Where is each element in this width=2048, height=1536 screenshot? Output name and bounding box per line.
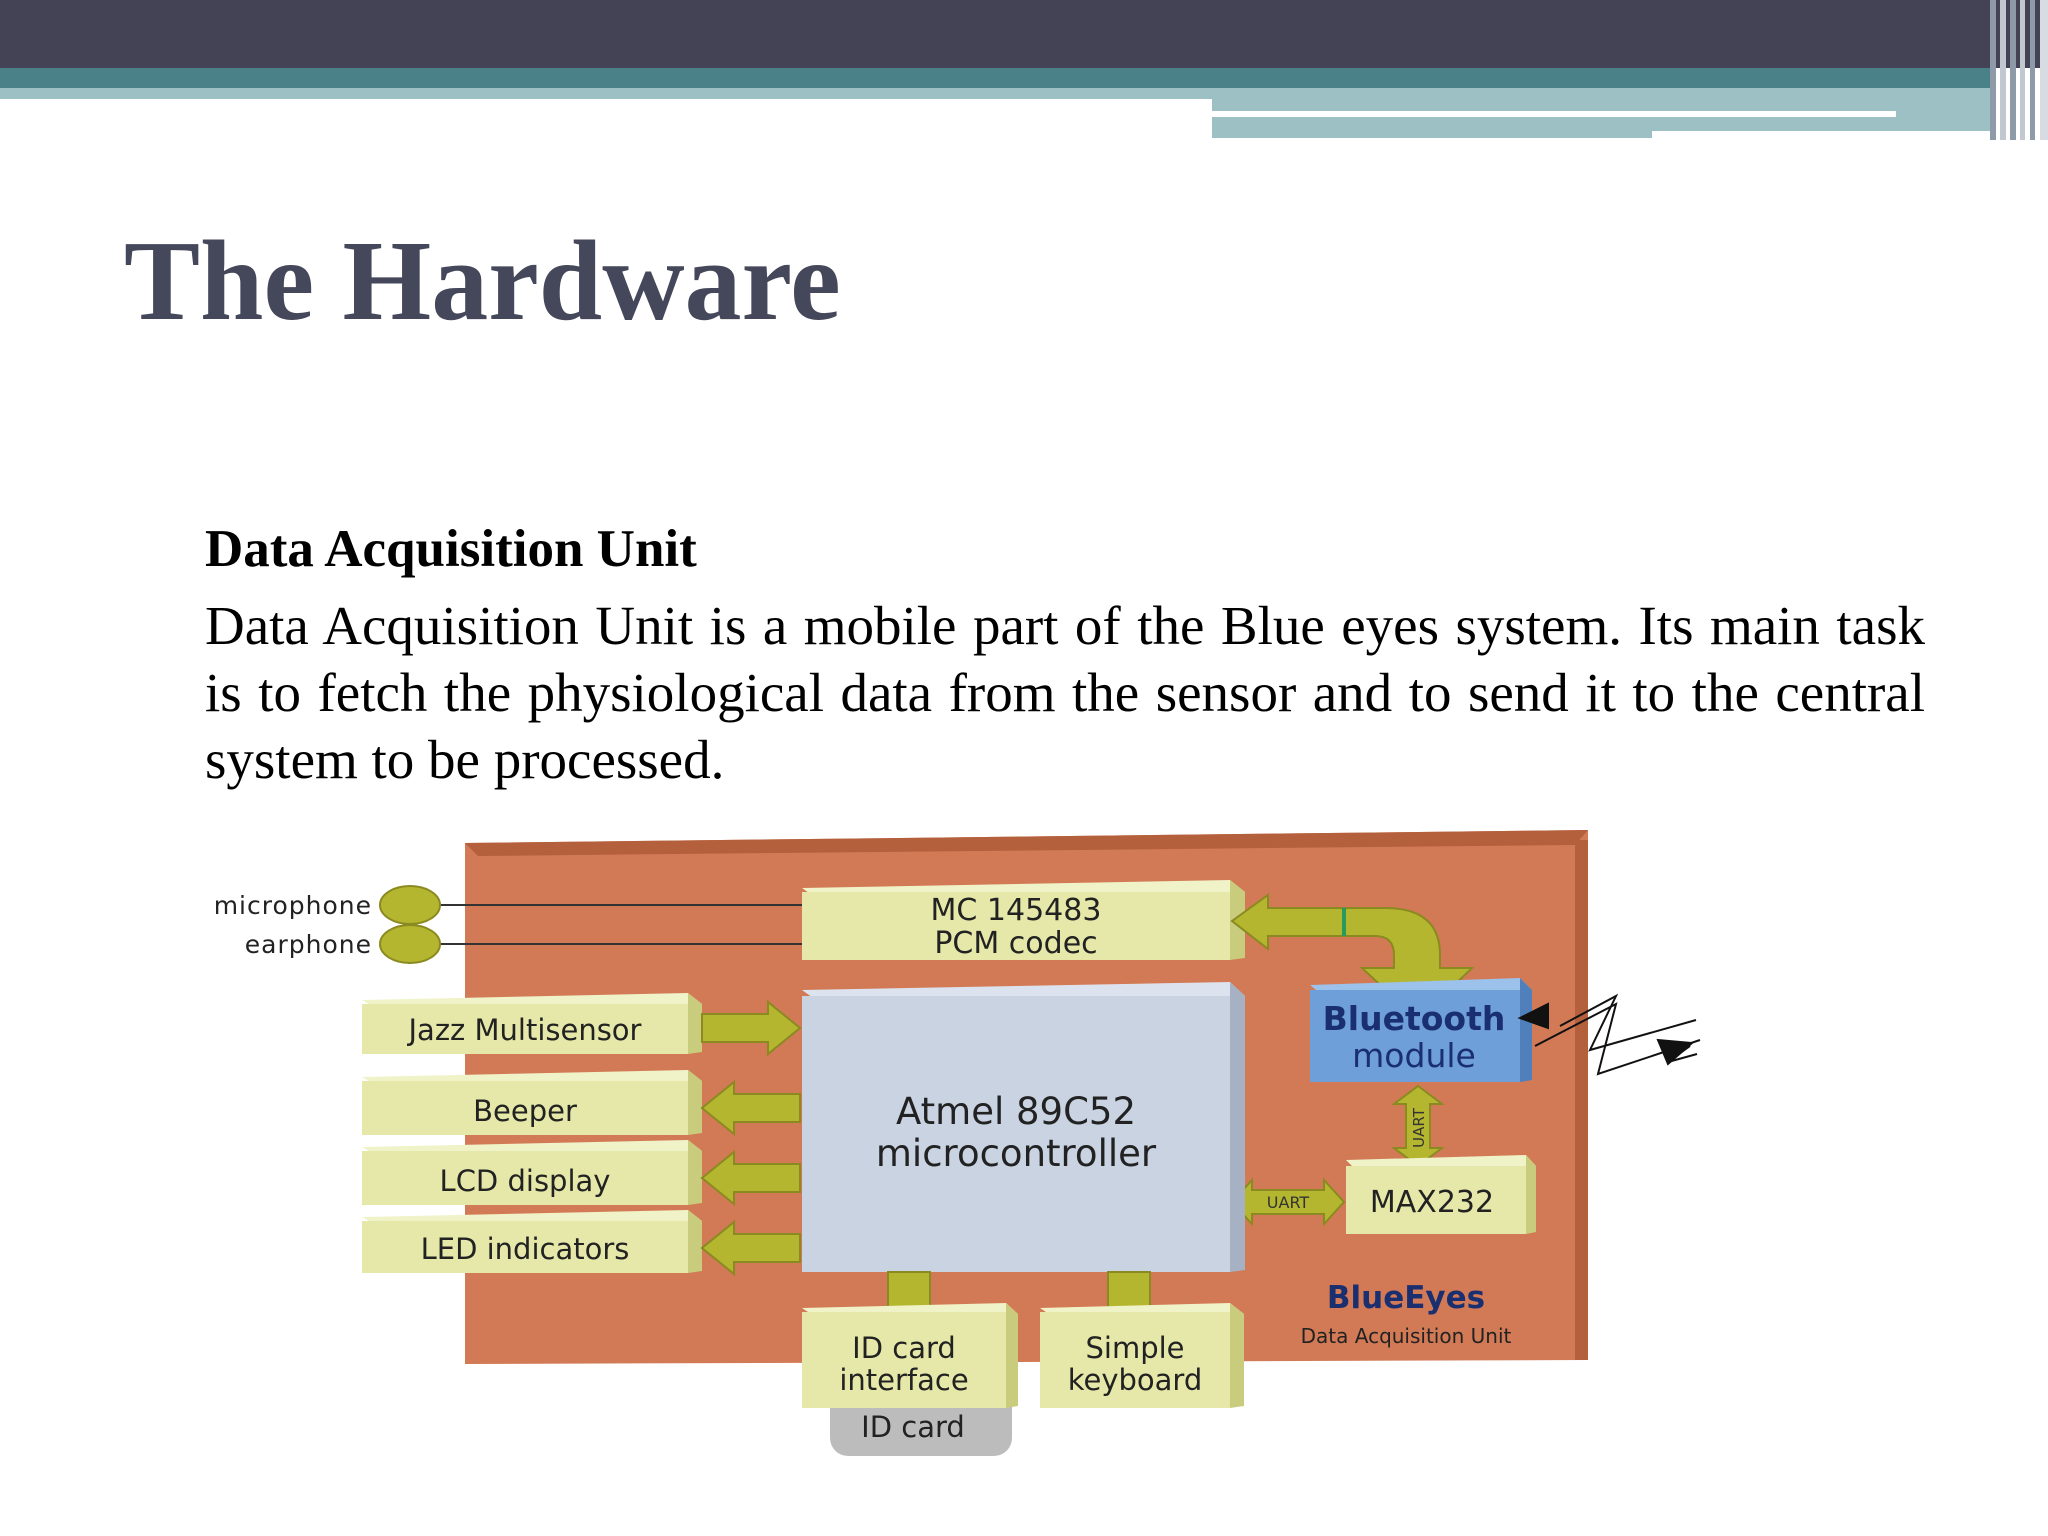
peripheral-jazz-multisensor <box>362 993 702 1054</box>
uart-horizontal-arrow <box>1230 1177 1346 1227</box>
header-decoration <box>0 0 2048 140</box>
slide-title: The Hardware <box>124 217 841 344</box>
id-card-interface-line2: interface <box>839 1363 968 1397</box>
brand-subtitle: Data Acquisition Unit <box>1301 1324 1512 1348</box>
keyboard-label-line1: Simple <box>1085 1331 1184 1365</box>
id-card-label: ID card <box>861 1410 965 1444</box>
wireless-signal-icon <box>1517 993 1701 1076</box>
body-paragraph: Data Acquisition Unit is a mobile part o… <box>205 595 1925 790</box>
codec-label-line1: MC 145483 <box>931 893 1102 928</box>
connector-id-card <box>887 1271 931 1311</box>
peripheral-lcd-display <box>362 1140 702 1205</box>
peripheral-label: Jazz Multisensor <box>407 1013 642 1047</box>
arrow-to-mcu <box>701 999 802 1057</box>
peripheral-led-indicators <box>362 1210 702 1273</box>
keyboard-label-line2: keyboard <box>1068 1363 1203 1397</box>
connector-keyboard <box>1107 1271 1151 1311</box>
uart-horizontal-label: UART <box>1267 1193 1310 1212</box>
peripheral-label: LCD display <box>440 1164 611 1198</box>
microphone-label: microphone <box>214 891 372 920</box>
bluetooth-module <box>1310 978 1532 1082</box>
id-card-interface-block <box>802 1303 1018 1408</box>
microphone-jack <box>379 885 805 925</box>
bluetooth-label-line1: Bluetooth <box>1323 999 1506 1038</box>
codec-label-line2: PCM codec <box>934 926 1097 961</box>
peripheral-label: Beeper <box>473 1094 577 1128</box>
microcontroller-block <box>802 982 1245 1272</box>
arrow-to-peripheral <box>700 1149 801 1207</box>
bluetooth-label-line2: module <box>1352 1036 1476 1075</box>
id-card-interface-line1: ID card <box>852 1331 956 1365</box>
keyboard-block <box>1040 1303 1244 1408</box>
mcu-label-line2: microcontroller <box>876 1132 1157 1175</box>
max232-block <box>1346 1155 1536 1234</box>
section-heading: Data Acquisition Unit <box>205 520 697 578</box>
earphone-jack <box>379 924 805 964</box>
arrow-to-peripheral <box>700 1079 801 1137</box>
peripheral-beeper <box>362 1070 702 1135</box>
arrow-to-peripheral <box>700 1219 801 1277</box>
brand-label: BlueEyes <box>1327 1280 1485 1316</box>
peripheral-label: LED indicators <box>421 1232 630 1266</box>
earphone-label: earphone <box>245 930 372 959</box>
uart-vertical-label: UART <box>1410 1107 1428 1148</box>
max232-label: MAX232 <box>1370 1185 1494 1220</box>
pcm-codec-block <box>802 880 1245 960</box>
mcu-label-line1: Atmel 89C52 <box>896 1090 1136 1133</box>
